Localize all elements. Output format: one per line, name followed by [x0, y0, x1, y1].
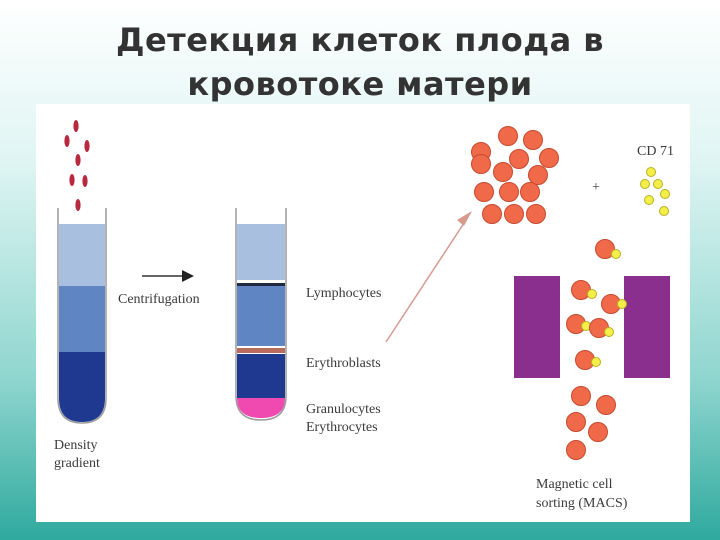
title-line-1: Детекция клеток плода в	[115, 21, 605, 59]
density-label-line-1: Density	[54, 438, 98, 453]
fetal-cell	[539, 148, 559, 168]
fetal-cell	[588, 422, 608, 442]
blood-drop	[82, 175, 88, 187]
magnetic-bead	[611, 249, 621, 259]
macs-label-line-2: sorting (MACS)	[536, 496, 628, 511]
fetal-cell	[523, 130, 543, 150]
fetal-cell	[471, 154, 491, 174]
fetal-cell	[498, 126, 518, 146]
fetal-cell	[528, 165, 548, 185]
blood-drop	[69, 174, 75, 186]
fetal-cell	[482, 204, 502, 224]
fetal-cell	[566, 412, 586, 432]
fetal-cell	[526, 204, 546, 224]
magnetic-bead	[591, 357, 601, 367]
cd71-label: CD 71	[637, 144, 674, 159]
fetal-cell	[566, 440, 586, 460]
diagram-panel: Centrifugation Density gradient Lymphocy…	[36, 104, 690, 522]
granulocytes-label: Granulocytes	[306, 402, 381, 417]
magnet-right	[624, 276, 670, 378]
magnetic-bead	[659, 206, 669, 216]
magnetic-bead	[617, 299, 627, 309]
fetal-cell	[571, 280, 591, 300]
density-label-line-2: gradient	[54, 456, 100, 471]
fetal-cell	[571, 386, 591, 406]
slide-title: Детекция клеток плода в кровотоке матери	[0, 18, 720, 106]
macs-label-line-1: Magnetic cell	[536, 477, 613, 492]
magnetic-bead	[640, 179, 650, 189]
fetal-cell	[596, 395, 616, 415]
blood-drop	[64, 135, 70, 147]
labeled-cells	[566, 239, 627, 460]
diagram-canvas	[57, 120, 670, 460]
centrifugation-label: Centrifugation	[118, 292, 200, 307]
cd71-beads	[640, 167, 670, 216]
fetal-cell	[520, 182, 540, 202]
magnetic-bead	[604, 327, 614, 337]
magnet-left	[514, 276, 560, 378]
cell-cluster	[471, 126, 559, 224]
fetal-cell	[595, 239, 615, 259]
plus-sign: +	[592, 180, 600, 195]
fetal-cell	[509, 149, 529, 169]
magnetic-bead	[653, 179, 663, 189]
magnetic-bead	[660, 189, 670, 199]
density-gradient-tube	[57, 208, 107, 424]
erythroblasts-label: Erythroblasts	[306, 356, 381, 371]
blood-drop	[73, 120, 79, 132]
erythrocytes-label: Erythrocytes	[306, 420, 378, 435]
blood-drop	[75, 154, 81, 166]
fetal-cell	[493, 162, 513, 182]
magnetic-bead	[587, 289, 597, 299]
fetal-cell	[504, 204, 524, 224]
magnetic-bead	[646, 167, 656, 177]
centrifugation-arrow	[142, 270, 194, 282]
magnets	[514, 276, 670, 378]
fetal-cell	[474, 182, 494, 202]
blood-drops	[64, 120, 90, 211]
title-line-2: кровотоке матери	[187, 65, 533, 103]
lymphocytes-label: Lymphocytes	[306, 286, 382, 301]
blood-drop	[75, 199, 81, 211]
fetal-cell	[499, 182, 519, 202]
centrifuged-tube	[235, 208, 287, 421]
blood-drop	[84, 140, 90, 152]
magnetic-bead	[644, 195, 654, 205]
pointer-arrow	[385, 211, 472, 343]
